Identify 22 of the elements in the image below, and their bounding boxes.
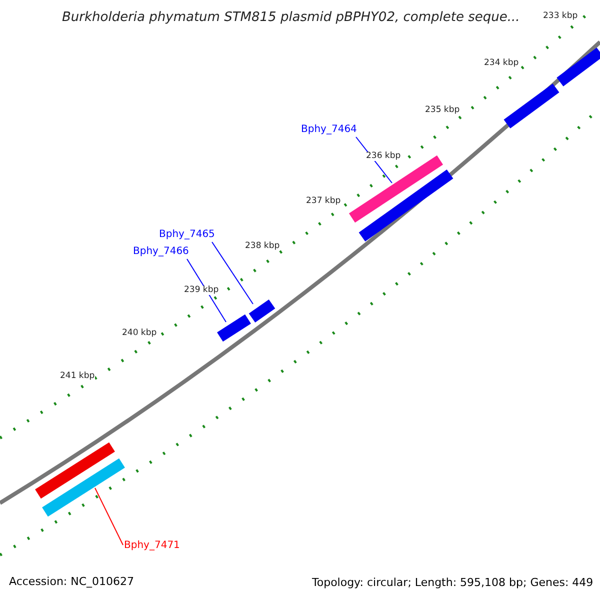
leader-line: [212, 242, 254, 304]
tick-label: 233 kbp: [543, 12, 578, 20]
gene-label: Bphy_7465: [159, 230, 215, 240]
gene-bar: [42, 458, 125, 517]
gene-label: Bphy_7466: [133, 247, 189, 257]
map-title: Burkholderia phymatum STM815 plasmid pBPHY02, complete seque...: [62, 11, 520, 24]
gene-bar: [248, 300, 276, 322]
tick-label: 241 kbp: [60, 372, 95, 380]
tick-label: 235 kbp: [425, 106, 460, 114]
footer-text: Topology: circular; Length: 595,108 bp; Genes: 449: [312, 577, 594, 588]
tick-label: 234 kbp: [484, 59, 519, 68]
tick-label: 237 kbp: [306, 197, 341, 206]
leader-line: [94, 488, 124, 546]
tick-label: 236 kbp: [366, 152, 401, 160]
tick-label: 240 kbp: [122, 329, 157, 338]
footer-text: Accession: NC_010627: [9, 576, 134, 587]
gene-label: Bphy_7464: [301, 125, 357, 135]
tick-label: 238 kbp: [245, 242, 280, 250]
tick-label: 239 kbp: [184, 286, 219, 294]
gene-label: Bphy_7471: [124, 541, 180, 551]
leader-line: [186, 258, 226, 322]
gene-bar: [217, 314, 251, 342]
